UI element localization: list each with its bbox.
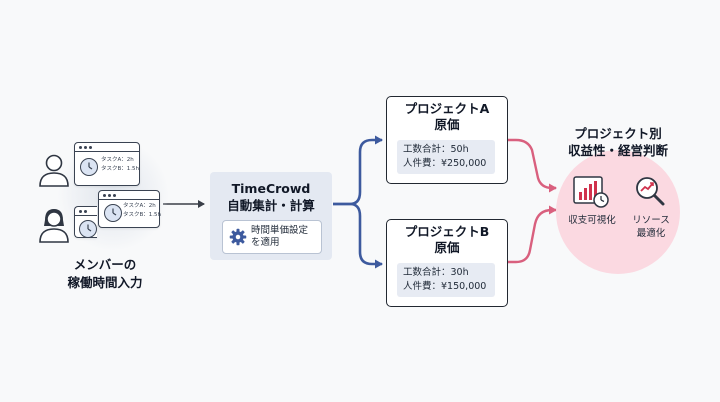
bar-chart-clock-icon: [573, 176, 609, 208]
arrow-project-a-to-profit: [506, 138, 557, 193]
magnifier-trend-icon: [636, 177, 665, 206]
members-label: メンバーの 稼働時間入力: [67, 257, 143, 290]
project-a-labor-cost: 人件費：¥250,000: [403, 158, 487, 169]
hourly-rate-setting: 時間単価設定 を適用: [222, 220, 322, 254]
timesheet-window: タスクA：2h タスクB：1.5h: [74, 142, 140, 186]
project-b-labor-cost: 人件費：¥150,000: [403, 281, 487, 292]
clock-icon: [104, 204, 122, 222]
task-b-entry: タスクB：1.5h: [101, 166, 140, 172]
project-a-card: プロジェクトA 原価 工数合計：50h 人件費：¥250,000: [386, 96, 508, 184]
arrow-timecrowd-to-project-a: [333, 135, 383, 206]
project-b-hours: 工数合計：30h: [403, 267, 469, 278]
task-a-entry: タスクA：2h: [101, 157, 134, 163]
setting-text-line1: 時間単価設定: [251, 225, 309, 236]
setting-text-line2: を適用: [251, 237, 280, 248]
user-icon: [39, 154, 69, 187]
timesheet-window: タスクA：2h タスクB：1.5h: [98, 190, 162, 228]
clock-icon: [80, 158, 98, 176]
project-a-cost-info: 工数合計：50h 人件費：¥250,000: [397, 140, 495, 174]
project-b-title: プロジェクトB 原価: [404, 224, 490, 255]
project-b-cost-info: 工数合計：30h 人件費：¥150,000: [397, 263, 495, 297]
arrow-project-b-to-profit: [506, 205, 557, 264]
project-a-title: プロジェクトA 原価: [404, 101, 490, 132]
project-a-hours: 工数合計：50h: [403, 144, 469, 155]
timesheet-window-back: [74, 206, 97, 238]
visualize-label: 収支可視化: [568, 215, 616, 226]
clock-icon: [79, 220, 97, 238]
task-b-entry: タスクB：1.5h: [123, 212, 162, 218]
timecrowd-title: TimeCrowd 自動集計・計算: [227, 181, 315, 213]
timecrowd-box: TimeCrowd 自動集計・計算 時間単価設定 を適用: [210, 172, 332, 260]
task-a-entry: タスクA：2h: [123, 203, 156, 209]
resource-optimization-label: リソース 最適化: [632, 215, 670, 239]
user-icon: [39, 209, 69, 243]
profitability-circle: [556, 150, 680, 274]
gear-icon: [229, 228, 247, 246]
profitability-title: プロジェクト別 収益性・経営判断: [567, 126, 668, 158]
arrow-timecrowd-to-project-b: [333, 202, 383, 269]
project-b-card: プロジェクトB 原価 工数合計：30h 人件費：¥150,000: [386, 219, 508, 307]
